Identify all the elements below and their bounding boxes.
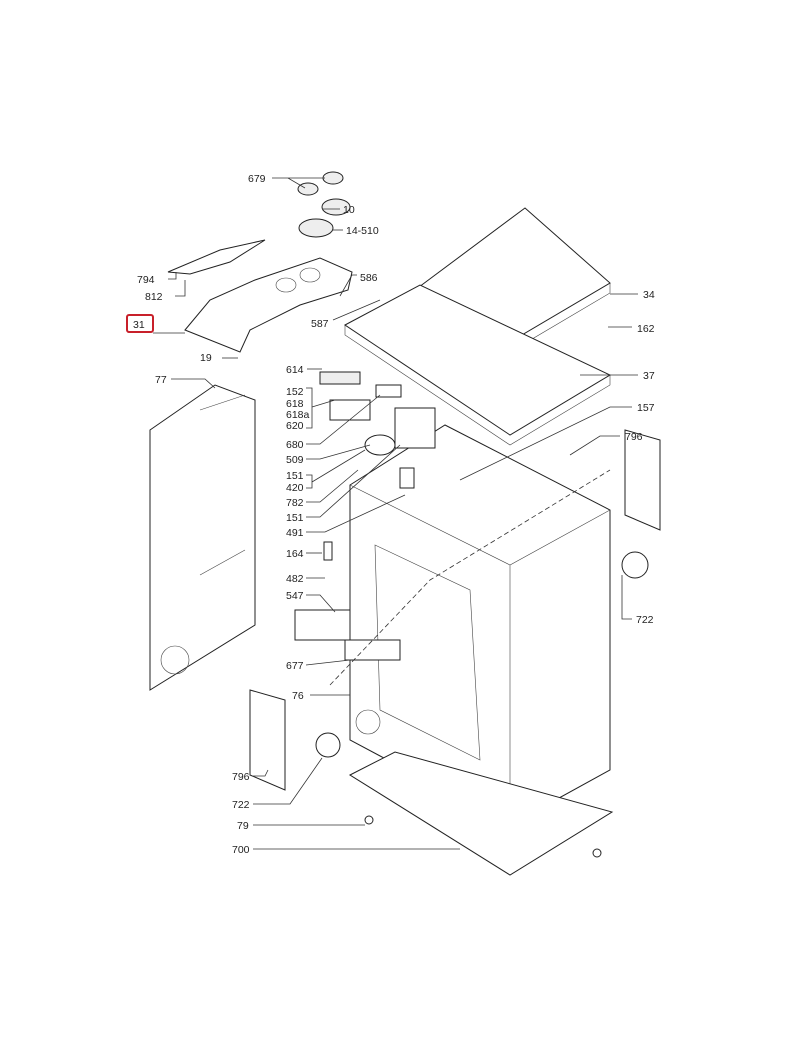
part-label[interactable]: 491 (286, 527, 304, 539)
part-label[interactable]: 420 (286, 482, 304, 494)
part-label[interactable]: 157 (637, 402, 655, 414)
part-label[interactable]: 620 (286, 420, 304, 432)
part-label[interactable]: 618 (286, 398, 304, 410)
highlight-box-31 (126, 314, 154, 333)
part-label[interactable]: 618a (286, 409, 310, 421)
part-label[interactable]: 700 (232, 844, 250, 856)
part-label[interactable]: 151 (286, 512, 304, 524)
part-label[interactable]: 34 (643, 289, 655, 301)
part-label[interactable]: 37 (643, 370, 655, 382)
part-label[interactable]: 152 (286, 386, 304, 398)
leader-lines (153, 177, 638, 850)
part-label[interactable]: 482 (286, 573, 304, 585)
part-label[interactable]: 547 (286, 590, 304, 602)
part-label[interactable]: 722 (636, 614, 654, 626)
part-label[interactable]: 680 (286, 439, 304, 451)
part-label[interactable]: 162 (637, 323, 655, 335)
part-label[interactable]: 812 (145, 291, 163, 303)
part-label[interactable]: 79 (237, 820, 249, 832)
part-label[interactable]: 76 (292, 690, 304, 702)
part-label[interactable]: 587 (311, 318, 329, 330)
side-panel-77 (149, 384, 256, 691)
knobs-679 (297, 171, 351, 238)
rear-panels-796 (249, 429, 661, 791)
control-panel-31 (167, 239, 353, 353)
part-label[interactable]: 151 (286, 470, 304, 482)
part-label[interactable]: 10 (343, 204, 355, 216)
electrical-components (294, 371, 611, 858)
part-label[interactable]: 796 (232, 771, 250, 783)
part-label[interactable]: 509 (286, 454, 304, 466)
part-label[interactable]: 614 (286, 364, 304, 376)
part-label[interactable]: 19 (200, 352, 212, 364)
part-label[interactable]: 722 (232, 799, 250, 811)
cabinet-76 (349, 424, 611, 826)
part-label-highlighted[interactable]: 31 (133, 319, 145, 331)
part-label[interactable]: 14-510 (346, 225, 379, 237)
part-label[interactable]: 586 (360, 272, 378, 284)
part-label[interactable]: 679 (248, 173, 266, 185)
part-label[interactable]: 794 (137, 274, 155, 286)
part-labels: 679 10 14-510 794 812 31 19 586 587 34 1… (133, 173, 655, 856)
part-label[interactable]: 77 (155, 374, 167, 386)
part-label[interactable]: 782 (286, 497, 304, 509)
part-label[interactable]: 796 (625, 431, 643, 443)
part-label[interactable]: 677 (286, 660, 304, 672)
base-700 (348, 751, 614, 876)
part-label[interactable]: 164 (286, 548, 304, 560)
